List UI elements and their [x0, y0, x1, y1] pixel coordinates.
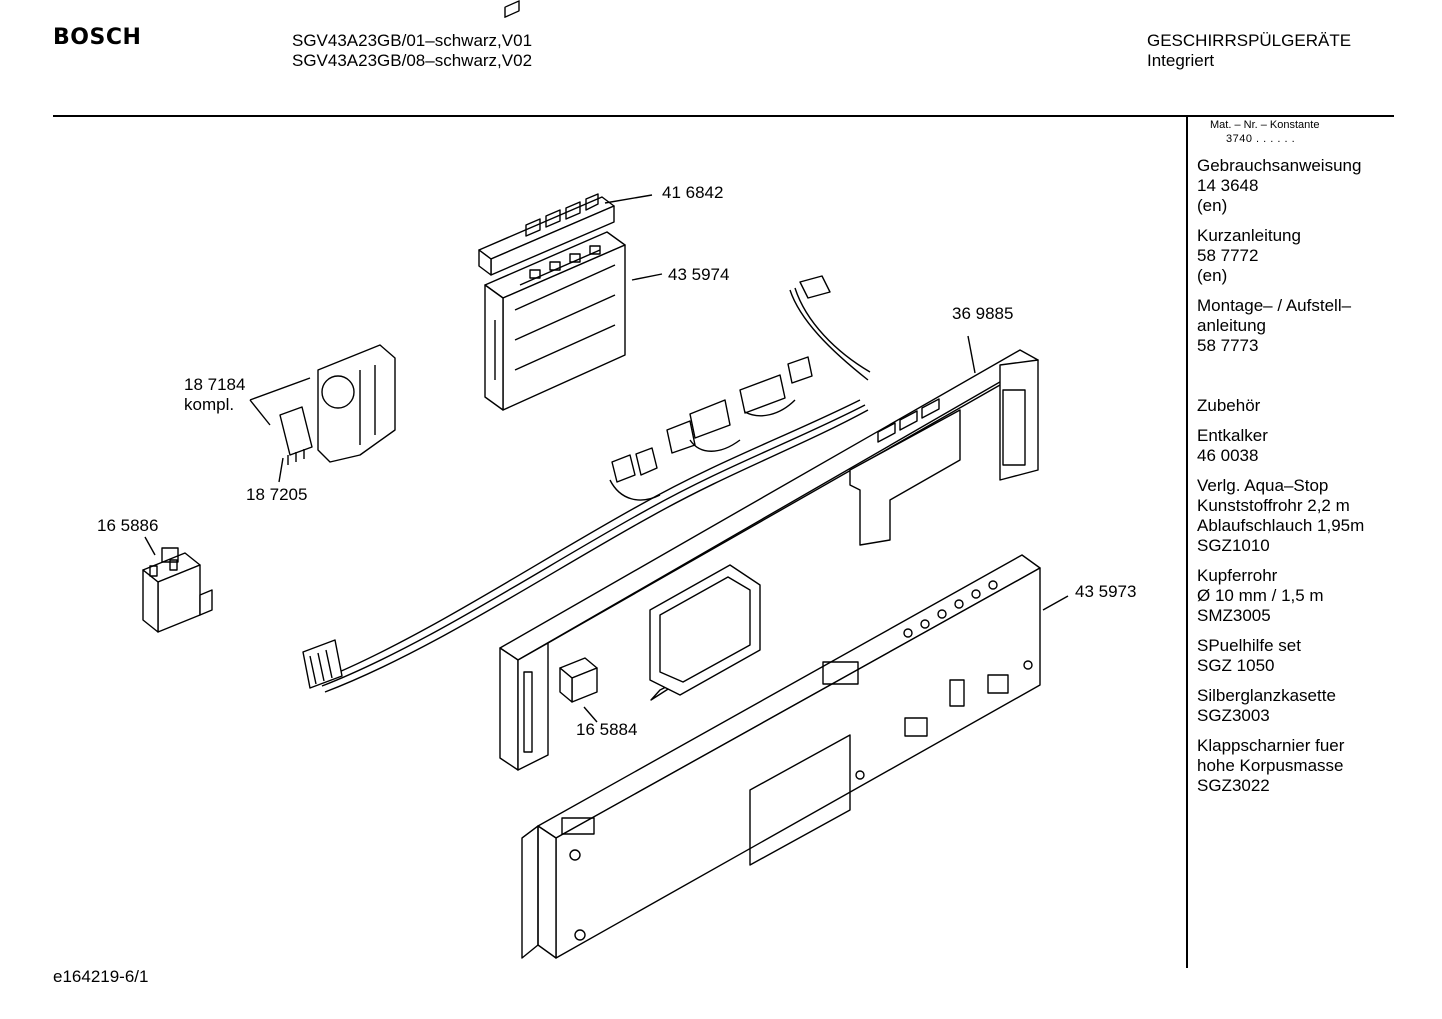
part-electronic-module — [484, 231, 663, 411]
sidebar-line: SMZ3005 — [1197, 606, 1271, 625]
sidebar-line: SGZ 1050 — [1197, 656, 1275, 675]
sidebar-line: 58 7772 — [1197, 246, 1259, 265]
category-subtitle: Integriert — [1147, 51, 1215, 70]
part-relay-connector — [142, 536, 213, 633]
mat-number-header: Mat. – Nr. – Konstante — [1210, 119, 1320, 131]
part-small-block — [559, 657, 598, 723]
callout-18-7205: 18 7205 — [246, 485, 308, 504]
callout-41-6842: 41 6842 — [662, 183, 724, 202]
sidebar-line: 14 3648 — [1197, 176, 1259, 195]
header-divider — [53, 115, 1394, 117]
sidebar-line: Verlg. Aqua–Stop — [1197, 476, 1329, 495]
part-wiring-harness — [302, 275, 871, 693]
sidebar-line: (en) — [1197, 266, 1228, 285]
sidebar-line: Kupferrohr — [1197, 566, 1278, 585]
sidebar-line: SGZ3022 — [1197, 776, 1270, 795]
callout-18-7184: 18 7184 kompl. — [184, 375, 245, 415]
sidebar-line: Kurzanleitung — [1197, 226, 1301, 245]
sidebar-line: SPuelhilfe set — [1197, 636, 1301, 655]
sidebar-line: Zubehör — [1197, 396, 1261, 415]
sidebar-group: Zubehör — [1197, 396, 1397, 416]
part-door-lock — [249, 344, 396, 463]
part-control-housing — [521, 554, 1069, 959]
drawing-id: e164219-6/1 — [53, 967, 149, 986]
sidebar-line: 46 0038 — [1197, 446, 1259, 465]
part-control-panel-frame — [499, 335, 1039, 771]
sidebar-line: 58 7773 — [1197, 336, 1259, 355]
brand-logo: BOSCH — [53, 25, 142, 50]
model-number-1: SGV43A23GB/01–schwarz,V01 — [292, 31, 533, 50]
sidebar-line: SGZ1010 — [1197, 536, 1270, 555]
sidebar-line: Silberglanzkasette — [1197, 686, 1336, 705]
callout-36-9885: 36 9885 — [952, 304, 1014, 323]
category-title: GESCHIRRSPÜLGERÄTE — [1147, 31, 1352, 50]
callout-43-5973: 43 5973 — [1075, 582, 1137, 601]
sidebar-line: (en) — [1197, 196, 1228, 215]
part-switch-cover — [478, 0, 653, 276]
sidebar-line: Entkalker — [1197, 426, 1268, 445]
model-numbers: SGV43A23GB/01–schwarz,V01 SGV43A23GB/08–… — [292, 31, 532, 71]
sidebar-line: anleitung — [1197, 316, 1267, 335]
sidebar-line: Kunststoffrohr 2,2 m — [1197, 496, 1350, 515]
sidebar-line: Ablaufschlauch 1,95m — [1197, 516, 1365, 535]
sidebar-line: hohe Korpusmasse — [1197, 756, 1344, 775]
exploded-parts-diagram — [142, 0, 1069, 959]
mat-number-value: 3740 . . . . . . — [1226, 133, 1296, 145]
model-number-2: SGV43A23GB/08–schwarz,V02 — [292, 51, 533, 70]
callout-43-5974: 43 5974 — [668, 265, 730, 284]
sidebar-line — [1197, 366, 1397, 386]
appliance-category: GESCHIRRSPÜLGERÄTE Integriert — [1147, 31, 1351, 71]
callout-16-5884: 16 5884 — [576, 720, 638, 739]
callout-18-7184-number: 18 7184 — [184, 375, 246, 394]
callout-18-7184-note: kompl. — [184, 395, 235, 414]
sidebar-line: Montage– / Aufstell– — [1197, 296, 1352, 315]
callout-16-5886: 16 5886 — [97, 516, 159, 535]
sidebar-divider — [1186, 116, 1188, 968]
documentation-sidebar: Mat. – Nr. – Konstante 3740 . . . . . . … — [1197, 118, 1397, 796]
sidebar-group — [1197, 366, 1397, 386]
sidebar-line: Klappscharnier fuer — [1197, 736, 1345, 755]
part-micro-switch — [278, 406, 313, 483]
sidebar-line: SGZ3003 — [1197, 706, 1270, 725]
sidebar-line: Ø 10 mm / 1,5 m — [1197, 586, 1324, 605]
sidebar-line: Gebrauchsanweisung — [1197, 156, 1362, 175]
